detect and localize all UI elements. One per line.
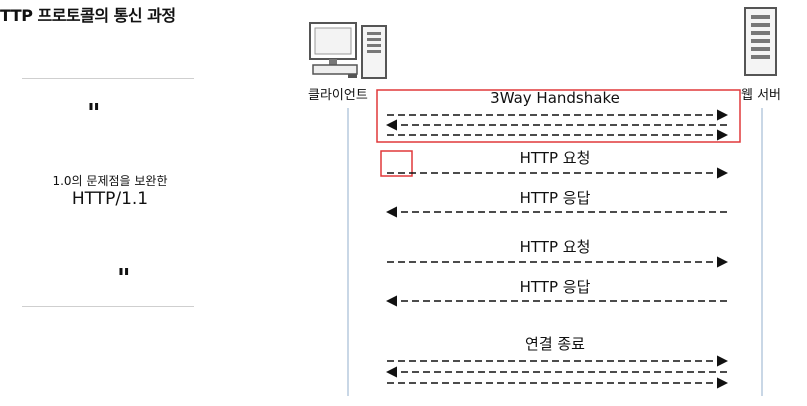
page-title: TTP 프로토콜의 통신 과정 [0, 6, 176, 25]
headline-text: HTTP/1.1 [71, 189, 149, 209]
quote-open-mark: " [87, 99, 101, 129]
server-icon [744, 7, 777, 76]
divider-bottom [22, 306, 194, 307]
quote-close-mark: " [117, 264, 131, 294]
message-label-request-1: HTTP 요청 [519, 149, 591, 167]
subtitle-text: 1.0의 문제점을 보완한 [52, 174, 168, 188]
client-label: 클라이언트 [308, 88, 368, 103]
message-label-request-2: HTTP 요청 [519, 238, 591, 256]
divider-top [22, 78, 194, 79]
message-label-response-2: HTTP 응답 [519, 278, 591, 296]
handshake-highlight-box [376, 89, 741, 143]
message-label-response-1: HTTP 응답 [519, 189, 591, 207]
server-label: 웹 서버 [741, 88, 782, 103]
message-label-handshake: 3Way Handshake [490, 89, 620, 107]
client-computer-icon [309, 22, 387, 79]
message-label-close: 연결 종료 [525, 335, 585, 353]
request-start-highlight-box [380, 150, 413, 177]
